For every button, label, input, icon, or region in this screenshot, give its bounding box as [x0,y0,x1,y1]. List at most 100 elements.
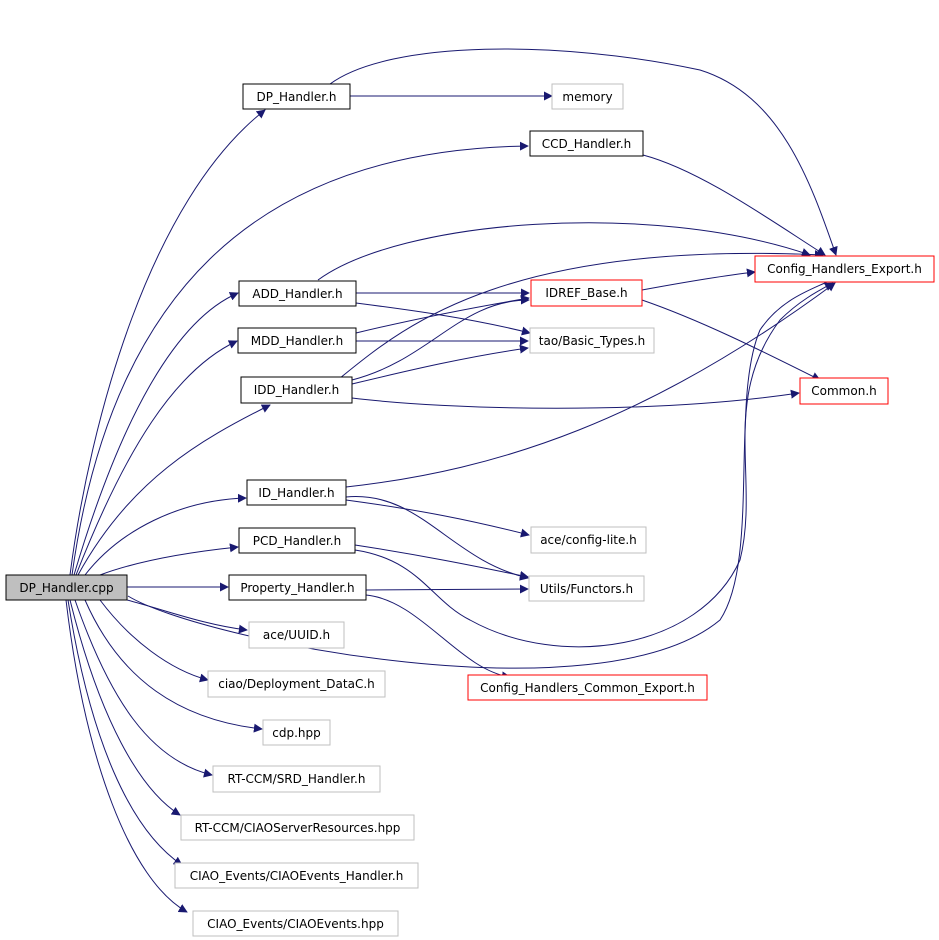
node-property-handler-h[interactable]: Property_Handler.h [228,574,367,601]
edge-id_handler_h-config_handlers_export_h [345,282,836,488]
node-label: Utils/Functors.h [540,582,633,596]
node-label: CCD_Handler.h [542,137,632,151]
edge-pcd_handler_h-utils_functors_h [354,544,529,580]
edge-dp_handler_cpp-rt_ccm_ciaoserverresources_hpp [69,599,181,816]
node-ciao-deployment-datac-h[interactable]: ciao/Deployment_DataC.h [207,670,386,698]
node-label: memory [562,90,612,104]
edge-dp_handler_cpp-pcd_handler_h [99,543,239,576]
node-label: DP_Handler.cpp [19,581,113,595]
node-box [228,574,367,601]
node-label: tao/Basic_Types.h [539,334,645,348]
edge-dp_handler_cpp-ace_uuid_h [126,599,248,634]
edge-property_handler_h-utils_functors_h [365,584,529,594]
node-label: Config_Handlers_Common_Export.h [480,681,695,695]
node-rt-ccm-ciaoserverresources-hpp[interactable]: RT-CCM/CIAOServerResources.hpp [180,814,415,841]
node-box [174,862,419,889]
node-box [238,280,357,307]
node-box [237,327,357,354]
node-label: MDD_Handler.h [251,334,343,348]
node-box [529,130,644,157]
node-box [192,910,399,937]
node-box [551,83,624,110]
edge-add_handler_h-tao_basic_types_h [355,302,531,336]
edge-dp_handler_h-config_handlers_export_h [329,48,838,256]
node-box [530,526,647,554]
edge-dp_handler_cpp-add_handler_h [73,292,239,576]
edge-ccd_handler_h-config_handlers_export_h [642,154,826,256]
node-box [467,674,708,701]
node-box [5,574,128,601]
edge-dp_handler_cpp-id_handler_h [84,493,247,576]
node-box [240,376,353,404]
node-id-handler-h[interactable]: ID_Handler.h [246,479,347,506]
node-label: ciao/Deployment_DataC.h [218,677,375,691]
node-label: ID_Handler.h [258,486,334,500]
edge-dp_handler_cpp-cdp_hpp [84,599,263,733]
node-ciao-events-ciaoevents-handler-h[interactable]: CIAO_Events/CIAOEvents_Handler.h [174,862,419,889]
node-memory[interactable]: memory [551,83,624,110]
node-box [530,279,643,307]
edge-pcd_handler_h-config_handlers_export_h [354,282,834,648]
node-pcd-handler-h[interactable]: PCD_Handler.h [238,527,356,554]
edge-add_handler_h-config_handlers_export_h [317,222,811,281]
node-add-handler-h[interactable]: ADD_Handler.h [238,280,357,307]
node-label: Config_Handlers_Export.h [767,262,922,276]
node-box [754,255,935,283]
node-label: ADD_Handler.h [252,287,342,301]
node-label: PCD_Handler.h [253,534,341,548]
node-box [799,377,889,405]
node-label: DP_Handler.h [256,90,336,104]
edge-idd_handler_h-common_h [351,389,800,409]
node-box [238,527,356,554]
edge-idd_handler_h-idref_base_h [351,295,530,381]
edge-dp_handler_cpp-dp_handler_h [69,109,266,576]
edge-dp_handler_cpp-idd_handler_h [77,404,271,576]
node-label: CIAO_Events/CIAOEvents.hpp [207,917,384,931]
node-label: RT-CCM/CIAOServerResources.hpp [195,821,401,835]
edge-dp_handler_cpp-mdd_handler_h [75,340,238,576]
node-rt-ccm-srd-handler-h[interactable]: RT-CCM/SRD_Handler.h [212,765,381,793]
node-label: IDD_Handler.h [254,383,340,397]
edge-dp_handler_cpp-ciao_events_ciaoevents_handler_h [67,599,183,866]
edge-group [65,48,838,913]
node-label: ace/config-lite.h [540,533,637,547]
node-label: ace/UUID.h [263,628,330,642]
node-ace-config-lite-h[interactable]: ace/config-lite.h [530,526,647,554]
node-ace-uuid-h[interactable]: ace/UUID.h [248,621,345,649]
node-label: RT-CCM/SRD_Handler.h [228,772,366,786]
node-config-handlers-export-h[interactable]: Config_Handlers_Export.h [754,255,935,283]
node-common-h[interactable]: Common.h [799,377,889,405]
node-box [528,575,645,602]
node-dp-handler-cpp[interactable]: DP_Handler.cpp [5,574,128,601]
node-box [248,621,345,649]
edge-idref_base_h-config_handlers_export_h [641,268,756,291]
node-label: Common.h [811,384,876,398]
edge-dp_handler_cpp-config_handlers_export_h [127,281,828,669]
edge-dp_handler_cpp-ciao_deployment_datac_h [99,599,209,683]
node-label: IDREF_Base.h [545,286,627,300]
node-box [529,327,655,354]
edge-dp_handler_cpp-ccd_handler_h [71,141,529,576]
node-ciao-events-ciaoevents-hpp[interactable]: CIAO_Events/CIAOEvents.hpp [192,910,399,937]
edge-id_handler_h-utils_functors_h [345,496,529,581]
node-config-handlers-common-export-h[interactable]: Config_Handlers_Common_Export.h [467,674,708,701]
node-tao-basic-types-h[interactable]: tao/Basic_Types.h [529,327,655,354]
node-box [242,83,351,110]
node-idref-base-h[interactable]: IDREF_Base.h [530,279,643,307]
node-label: CIAO_Events/CIAOEvents_Handler.h [190,869,404,883]
node-dp-handler-h[interactable]: DP_Handler.h [242,83,351,110]
node-ccd-handler-h[interactable]: CCD_Handler.h [529,130,644,157]
edge-dp_handler_cpp-ciao_events_ciaoevents_hpp [65,599,188,913]
node-idd-handler-h[interactable]: IDD_Handler.h [240,376,353,404]
edge-idd_handler_h-config_handlers_export_h [339,250,824,379]
node-utils-functors-h[interactable]: Utils/Functors.h [528,575,645,602]
node-box [207,670,386,698]
node-box [246,479,347,506]
node-cdp-hpp[interactable]: cdp.hpp [262,719,331,746]
node-mdd-handler-h[interactable]: MDD_Handler.h [237,327,357,354]
node-box [212,765,381,793]
node-label: cdp.hpp [272,726,321,740]
node-box [262,719,331,746]
